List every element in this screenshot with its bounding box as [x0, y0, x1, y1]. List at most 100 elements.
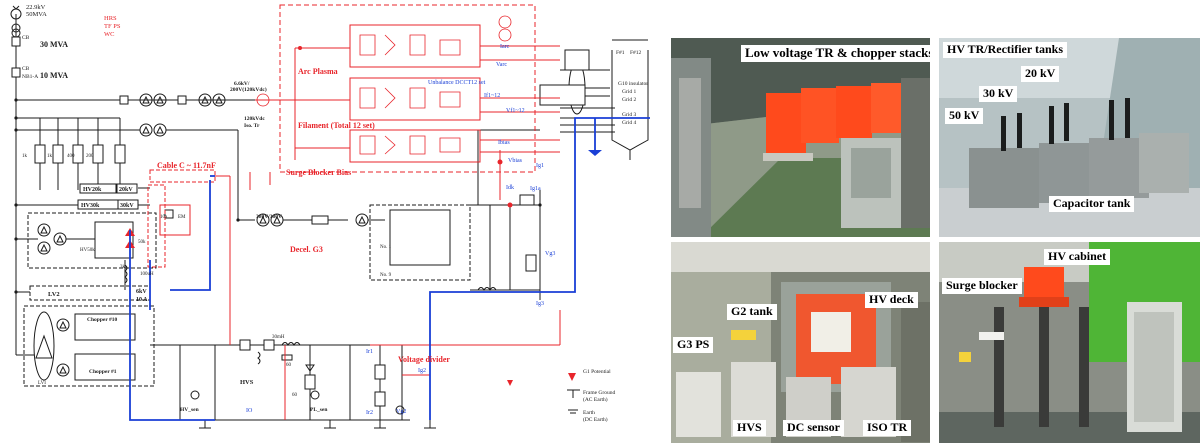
iso-tr-l4: Iso. Tr [244, 123, 260, 129]
grid-insulator: G10 insulator [618, 81, 648, 87]
ig1-label: Ig1 [536, 163, 544, 169]
ff1-label: F#1 [616, 50, 625, 56]
photo2-title: HV TR/Rectifier tanks [943, 42, 1067, 58]
voltage-divider-label: Voltage divider [398, 355, 450, 364]
photo3-iso-tr: ISO TR [863, 420, 912, 436]
photo4-hv-cabinet: HV cabinet [1044, 249, 1111, 265]
photo2-50kv: 50 kV [945, 108, 984, 124]
no9-label: No. 9 [380, 273, 392, 278]
if-label: If1~12 [484, 92, 500, 99]
grid3-label: Grid 3 [622, 112, 636, 118]
tr380-label: 380V/380V [256, 214, 282, 220]
pl-sen-label: PL_sen [310, 407, 327, 413]
resistor-label-1: 1k [22, 154, 28, 159]
r60a-label: 60 [286, 363, 292, 368]
legend-frame-sub: (AC Earth) [583, 396, 608, 403]
decel-g3-label: Decel. G3 [290, 245, 323, 254]
photo-g2-hv-deck: G2 tank HV deck G3 PS HVS DC sensor ISO … [671, 242, 930, 443]
tr-small-b: 100uH [140, 272, 154, 277]
iso-tr-l3: 120kVdc [244, 116, 265, 122]
pow-block-label: 6kV [136, 289, 147, 295]
hv30k-label: HV30k [81, 203, 100, 209]
resistor-label-2: 1k [47, 154, 53, 159]
hv50k-label: HV50k [80, 248, 95, 253]
photo2-30kv: 30 kV [979, 86, 1018, 102]
iso-tr-l1: 6.6kV/ [234, 81, 250, 87]
hvs-label: HVS [240, 379, 254, 386]
iso-tr-l2: 200V(120kVdc) [230, 86, 267, 93]
chopper10-label: Chopper #10 [87, 317, 118, 323]
photo3-hv-deck: HV deck [865, 292, 918, 308]
cb2-rating: 10 MVA [40, 71, 68, 80]
cb2-sub: NB1-A [22, 74, 38, 80]
grid2-label: Grid 2 [622, 97, 636, 103]
legend-earth-sub: (DC Earth) [583, 416, 608, 423]
photo-surge-blocker: HV cabinet Surge blocker [939, 242, 1200, 443]
ind30-label: 30mH [272, 335, 285, 340]
photo3-g2-tank: G2 tank [727, 304, 777, 320]
filament-label: Filament (Total 12 set) [298, 121, 375, 130]
ig1a-label: Ig1a [530, 186, 541, 192]
ff12-label: F#12 [630, 50, 642, 56]
photo1-label: Low voltage TR & chopper stacks [741, 45, 930, 62]
ig3-label: Ig3 [536, 301, 544, 307]
cb2-label: CB [22, 66, 30, 72]
resistor-label-3: 400 [67, 154, 75, 159]
photo2-capacitor: Capacitor tank [1049, 196, 1135, 212]
cb1-rating: 30 MVA [40, 40, 68, 49]
legend-g1: G1 Potential [583, 369, 611, 375]
resistor-label-4: 200 [86, 154, 94, 159]
no1-label: No. 1 [380, 245, 392, 250]
lvi-label: LVI [38, 381, 46, 386]
photo-lv-tr-scene [671, 38, 930, 237]
varc-label: Varc [496, 62, 507, 68]
vg2-label: Vg2 [396, 409, 406, 415]
legend-frame: Frame Ground [583, 390, 615, 396]
vg3-label: Vg3 [545, 251, 555, 257]
photo3-g3-ps: G3 PS [673, 337, 714, 353]
chopper1-label: Chopper #1 [89, 369, 117, 375]
hv-sen-label: HV_sen [180, 407, 199, 413]
unbalance-dcct-label: Unbalance DCCT12 set [428, 80, 486, 86]
arc-plasma-label: Arc Plasma [298, 67, 338, 76]
photo4-surge-blocker: Surge blocker [942, 278, 1022, 294]
aux-tfps: TF PS [104, 23, 121, 30]
io-label: IO [246, 408, 253, 414]
hv30k-value: 30kV [120, 203, 134, 209]
vbias-label: Vbias [508, 158, 523, 164]
tr-small-a: 3k [120, 265, 126, 270]
r60b-label: 60 [292, 393, 298, 398]
photo3-dc-sensor: DC sensor [783, 420, 844, 436]
ir2-label: Ir2 [366, 410, 373, 416]
aux-hrs: HRS [104, 15, 117, 22]
ibias-label: Ibias [498, 140, 510, 146]
ig2-label: Ig2 [418, 368, 426, 374]
aux-wc: WC [104, 31, 114, 38]
grid4-label: Grid 4 [622, 120, 636, 126]
hv20k-value: 20kV [119, 187, 133, 193]
photo-hv-tr-scene [939, 38, 1200, 237]
source-kv-label: 22.9kV [26, 4, 46, 11]
grid1-label: Grid 1 [622, 89, 636, 95]
hv20k-label: HV20k [83, 187, 102, 193]
power-supply-schematic: 22.9kV 50MVA CB 30 MVA CB NB1-A 10 MVA 6… [10, 4, 650, 429]
ir1-label: Ir1 [366, 349, 373, 355]
cable-c-label: Cable C ~ 11.7nF [157, 161, 216, 170]
photo2-20kv: 20 kV [1021, 66, 1060, 82]
photo3-hvs: HVS [733, 420, 766, 436]
legend-earth: Earth [583, 410, 595, 416]
lv2-label: LV2 [48, 291, 60, 298]
vf-label: Vf1~12 [506, 107, 525, 114]
idk-label: Idk [506, 185, 514, 191]
photo-hv-tr-tanks: HV TR/Rectifier tanks 20 kV 30 kV 50 kV … [939, 38, 1200, 237]
box-b-label: EM [178, 215, 186, 220]
photo-surge-blocker-scene [939, 242, 1200, 443]
source-mva-label: 50MVA [26, 11, 47, 18]
photo-lv-tr-chopper: Low voltage TR & chopper stacks [671, 38, 930, 237]
tr-small-c: 10 A [136, 297, 148, 303]
box-a-label: 10a [160, 215, 168, 220]
surge-blocker-bias-label: Surge Blocker Bias [286, 168, 351, 177]
cb1-label: CB [22, 35, 30, 41]
hv-block-50k: 50k [138, 240, 146, 245]
iarc-label: Iarc [500, 44, 510, 50]
